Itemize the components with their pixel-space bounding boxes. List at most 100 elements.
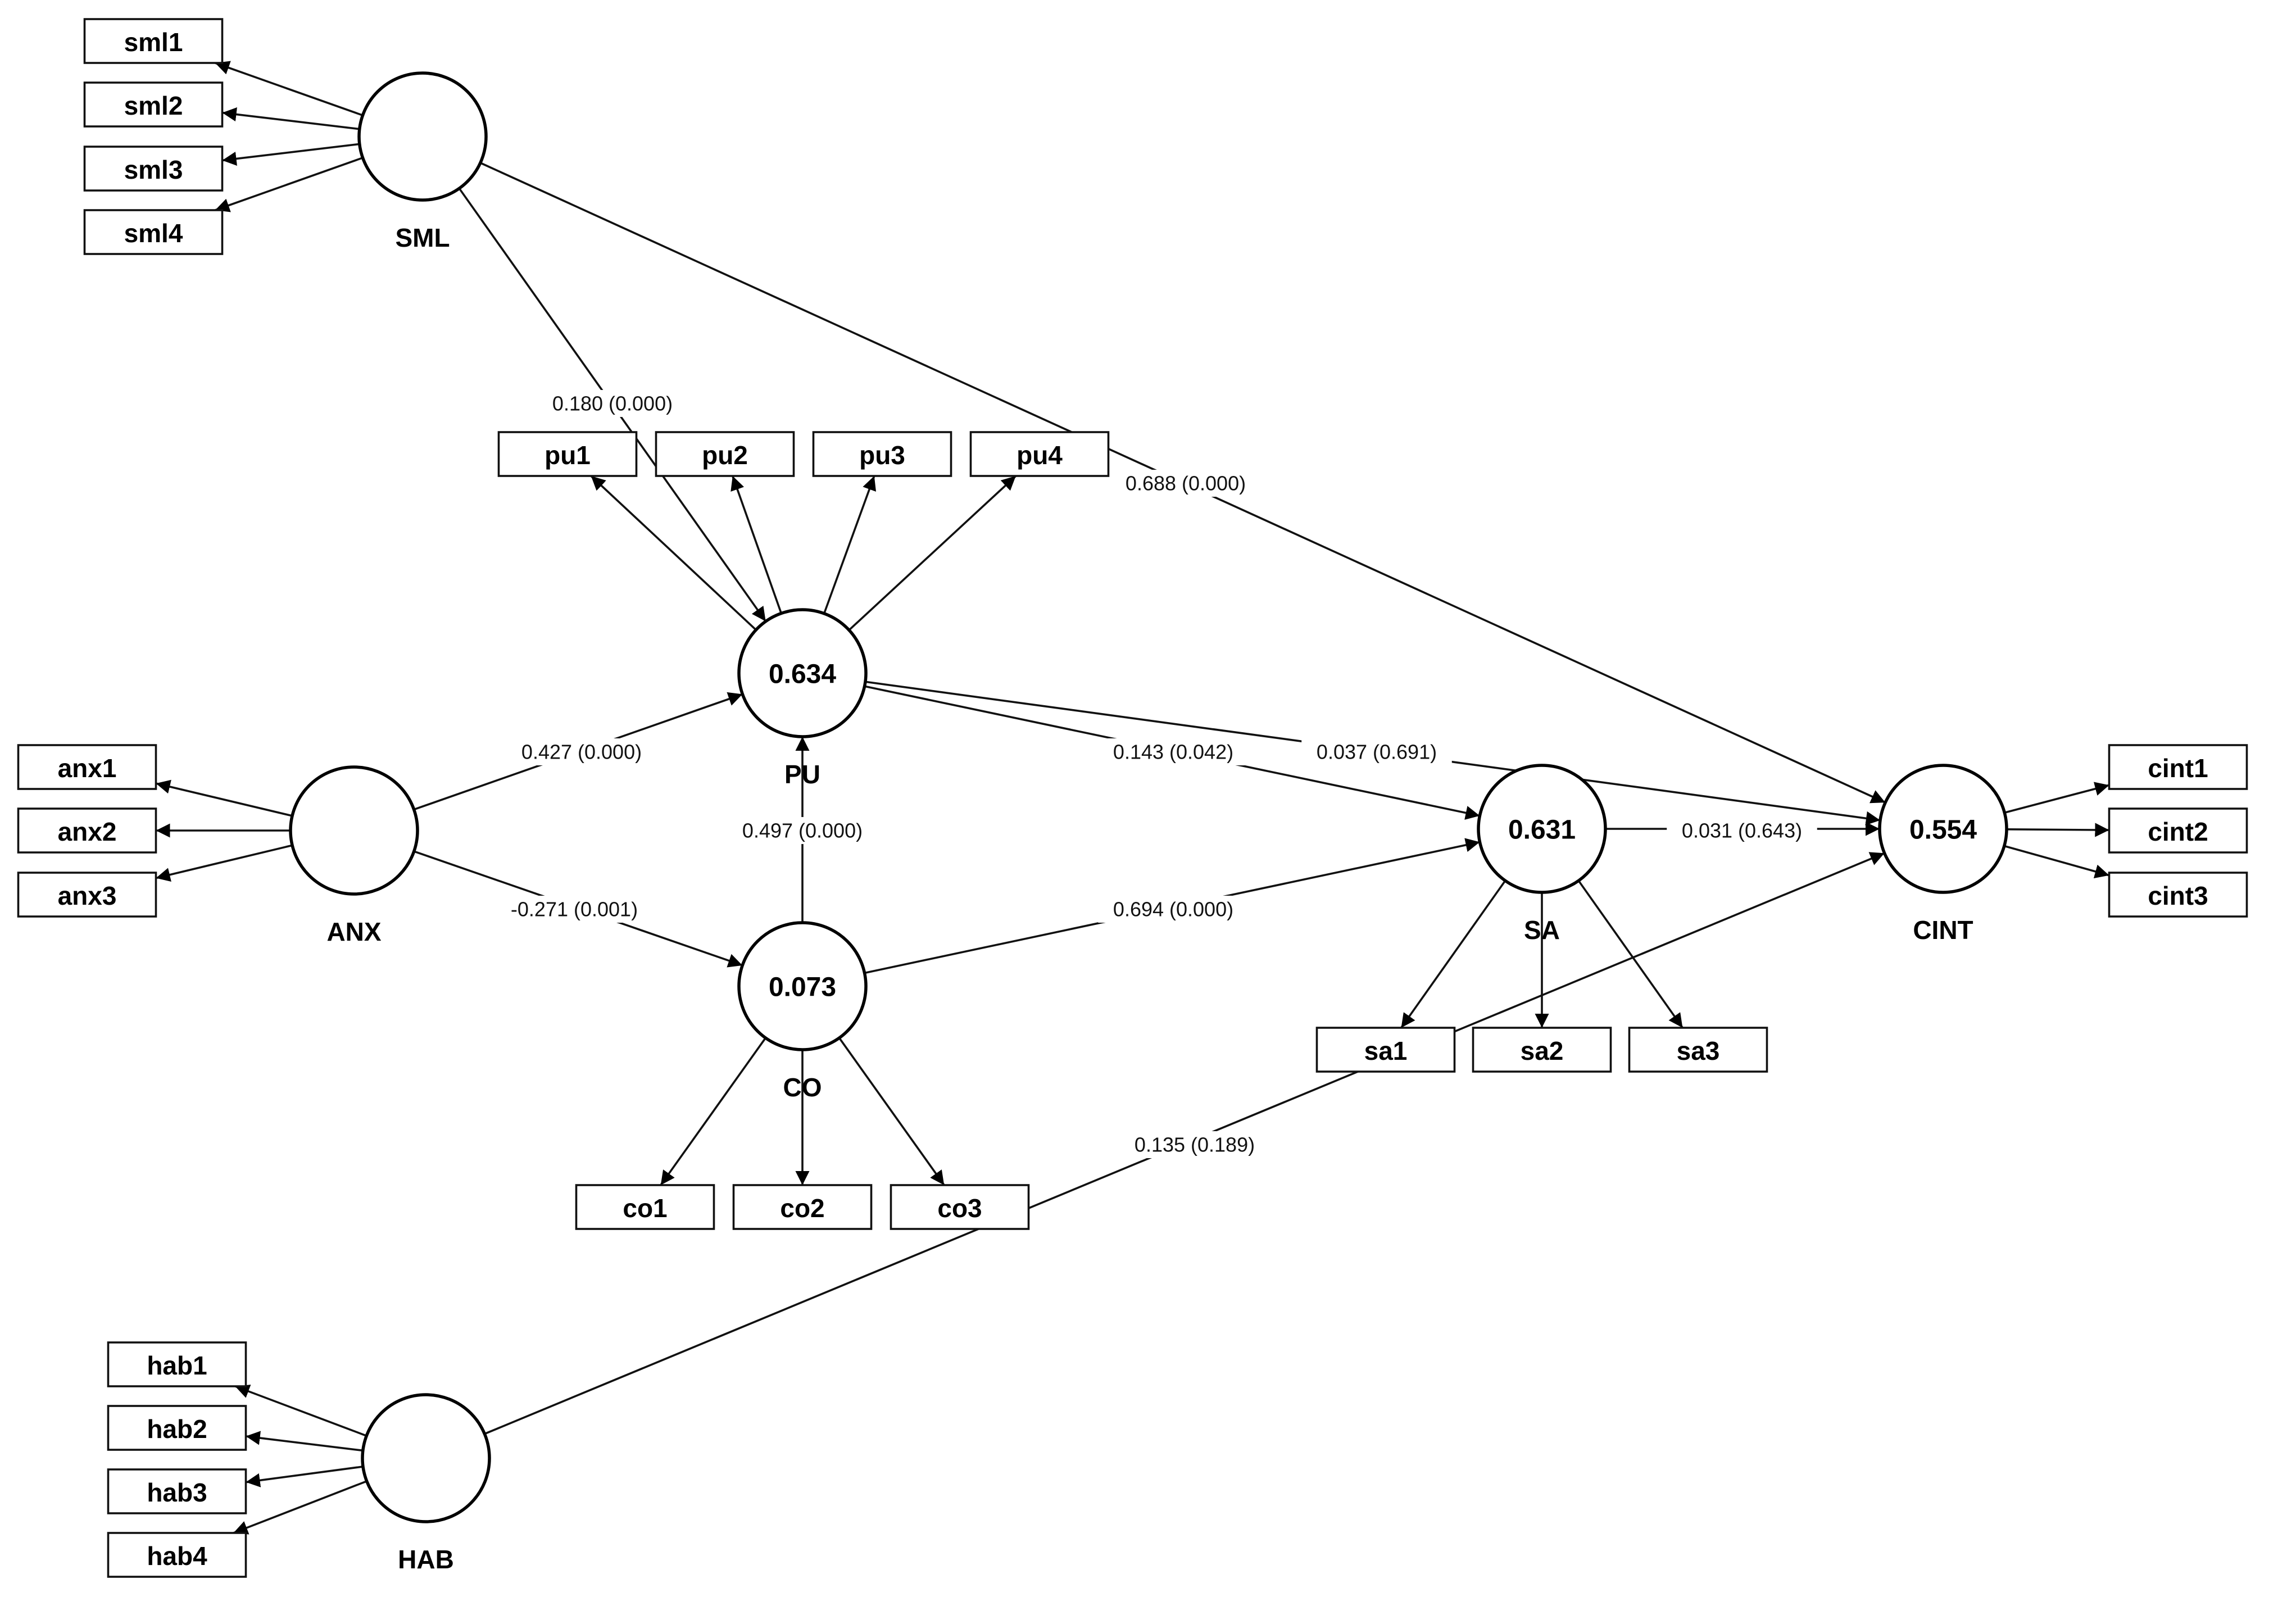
indicator-pu4[interactable]: pu4 xyxy=(969,431,1110,477)
indicator-box xyxy=(1315,1027,1456,1073)
indicator-pu2[interactable]: pu2 xyxy=(655,431,795,477)
indicator-co3[interactable]: co3 xyxy=(890,1184,1030,1230)
edges-layer xyxy=(156,61,2109,1535)
indicator-box xyxy=(812,431,952,477)
loading-arrow-cint1 xyxy=(2004,782,2109,814)
r-squared-value: 0.073 xyxy=(769,973,836,1002)
indicator-label: pu3 xyxy=(859,441,905,470)
path-coefficient-text: 0.037 (0.691) xyxy=(1317,741,1437,764)
indicator-sml4[interactable]: sml4 xyxy=(83,209,224,255)
indicator-box xyxy=(83,209,224,255)
indicator-anx1[interactable]: anx1 xyxy=(17,744,157,790)
loading-arrow-sml2 xyxy=(222,107,360,130)
indicator-label: pu1 xyxy=(544,441,591,470)
indicator-cint3[interactable]: cint3 xyxy=(2108,872,2248,918)
loading-arrow-sml3 xyxy=(222,143,360,166)
indicator-box xyxy=(575,1184,715,1230)
indicator-sml3[interactable]: sml3 xyxy=(83,146,224,192)
path-label-background xyxy=(506,738,657,765)
loading-arrow-cint3 xyxy=(2004,845,2109,879)
indicator-hab2[interactable]: hab2 xyxy=(107,1405,247,1451)
indicator-label: sml1 xyxy=(124,28,183,57)
r-squared-value: 0.631 xyxy=(1508,815,1576,845)
indicator-box xyxy=(17,872,157,918)
r-squared-value: 0.634 xyxy=(769,660,836,689)
indicator-sa2[interactable]: sa2 xyxy=(1472,1027,1612,1073)
indicator-pu1[interactable]: pu1 xyxy=(497,431,638,477)
indicator-label: sml2 xyxy=(124,91,183,120)
construct-hab[interactable]: HAB xyxy=(361,1393,491,1574)
indicator-label: co2 xyxy=(780,1194,824,1223)
indicator-hab1[interactable]: hab1 xyxy=(107,1341,247,1387)
path-label-hab-to-cint: 0.135 (0.189) xyxy=(1119,1131,1270,1158)
loading-arrow-sml4 xyxy=(215,157,364,212)
construct-circle xyxy=(737,921,868,1051)
path-label-background xyxy=(1667,817,1817,844)
indicator-cint2[interactable]: cint2 xyxy=(2108,807,2248,854)
path-coefficient-text: 0.427 (0.000) xyxy=(521,741,642,764)
construct-circle xyxy=(1878,764,2008,894)
construct-anx[interactable]: ANX xyxy=(289,765,419,946)
indicator-box xyxy=(732,1184,873,1230)
path-label-background xyxy=(493,896,655,923)
construct-name: PU xyxy=(784,760,820,789)
loading-arrow-hab2 xyxy=(246,1431,364,1452)
path-coefficient-text: 0.031 (0.643) xyxy=(1682,819,1802,842)
indicator-box xyxy=(655,431,795,477)
indicator-cint1[interactable]: cint1 xyxy=(2108,744,2248,790)
indicator-anx2[interactable]: anx2 xyxy=(17,807,157,854)
indicator-box xyxy=(107,1468,247,1514)
construct-circle xyxy=(1477,764,1607,894)
indicator-sml2[interactable]: sml2 xyxy=(83,81,224,128)
path-label-background xyxy=(727,817,878,844)
construct-name: SA xyxy=(1524,915,1560,945)
path-coefficient-text: 0.497 (0.000) xyxy=(742,819,863,842)
path-label-background xyxy=(537,390,688,417)
r-squared-value: 0.554 xyxy=(1909,815,1977,845)
indicator-hab4[interactable]: hab4 xyxy=(107,1532,247,1578)
construct-circle xyxy=(361,1393,491,1523)
indicator-label: pu2 xyxy=(702,441,748,470)
indicator-box xyxy=(17,744,157,790)
construct-name: CO xyxy=(783,1073,822,1102)
indicator-pu3[interactable]: pu3 xyxy=(812,431,952,477)
construct-sml[interactable]: SML xyxy=(357,71,488,252)
path-coefficient-text: -0.271 (0.001) xyxy=(511,898,638,921)
path-label-co-to-sa: 0.694 (0.000) xyxy=(1098,896,1249,923)
indicator-box xyxy=(107,1341,247,1387)
indicator-box xyxy=(969,431,1110,477)
loading-arrow-anx3 xyxy=(156,844,293,882)
indicator-co1[interactable]: co1 xyxy=(575,1184,715,1230)
indicator-label: sa1 xyxy=(1364,1036,1408,1065)
indicator-anx3[interactable]: anx3 xyxy=(17,872,157,918)
indicator-co2[interactable]: co2 xyxy=(732,1184,873,1230)
loading-arrow-pu3 xyxy=(823,475,877,614)
path-coefficient-text: 0.688 (0.000) xyxy=(1126,472,1246,495)
construct-name: CINT xyxy=(1913,915,1973,945)
indicator-label: cint2 xyxy=(2148,817,2208,846)
path-label-background xyxy=(1119,1131,1270,1158)
indicator-box xyxy=(83,18,224,64)
indicator-box xyxy=(83,81,224,128)
indicator-hab3[interactable]: hab3 xyxy=(107,1468,247,1514)
indicator-label: cint1 xyxy=(2148,754,2208,783)
indicator-label: pu4 xyxy=(1017,441,1063,470)
indicator-label: anx1 xyxy=(58,754,117,783)
path-label-sml-to-pu: 0.180 (0.000) xyxy=(537,390,688,417)
indicator-box xyxy=(107,1405,247,1451)
indicator-box xyxy=(497,431,638,477)
indicator-label: hab4 xyxy=(147,1541,207,1571)
indicator-sa1[interactable]: sa1 xyxy=(1315,1027,1456,1073)
loading-arrow-anx1 xyxy=(156,779,293,817)
indicator-box xyxy=(17,807,157,854)
indicator-label: sa3 xyxy=(1677,1036,1720,1065)
indicator-sml1[interactable]: sml1 xyxy=(83,18,224,64)
indicator-label: sml4 xyxy=(124,219,183,248)
indicator-box xyxy=(1628,1027,1768,1073)
indicator-sa3[interactable]: sa3 xyxy=(1628,1027,1768,1073)
